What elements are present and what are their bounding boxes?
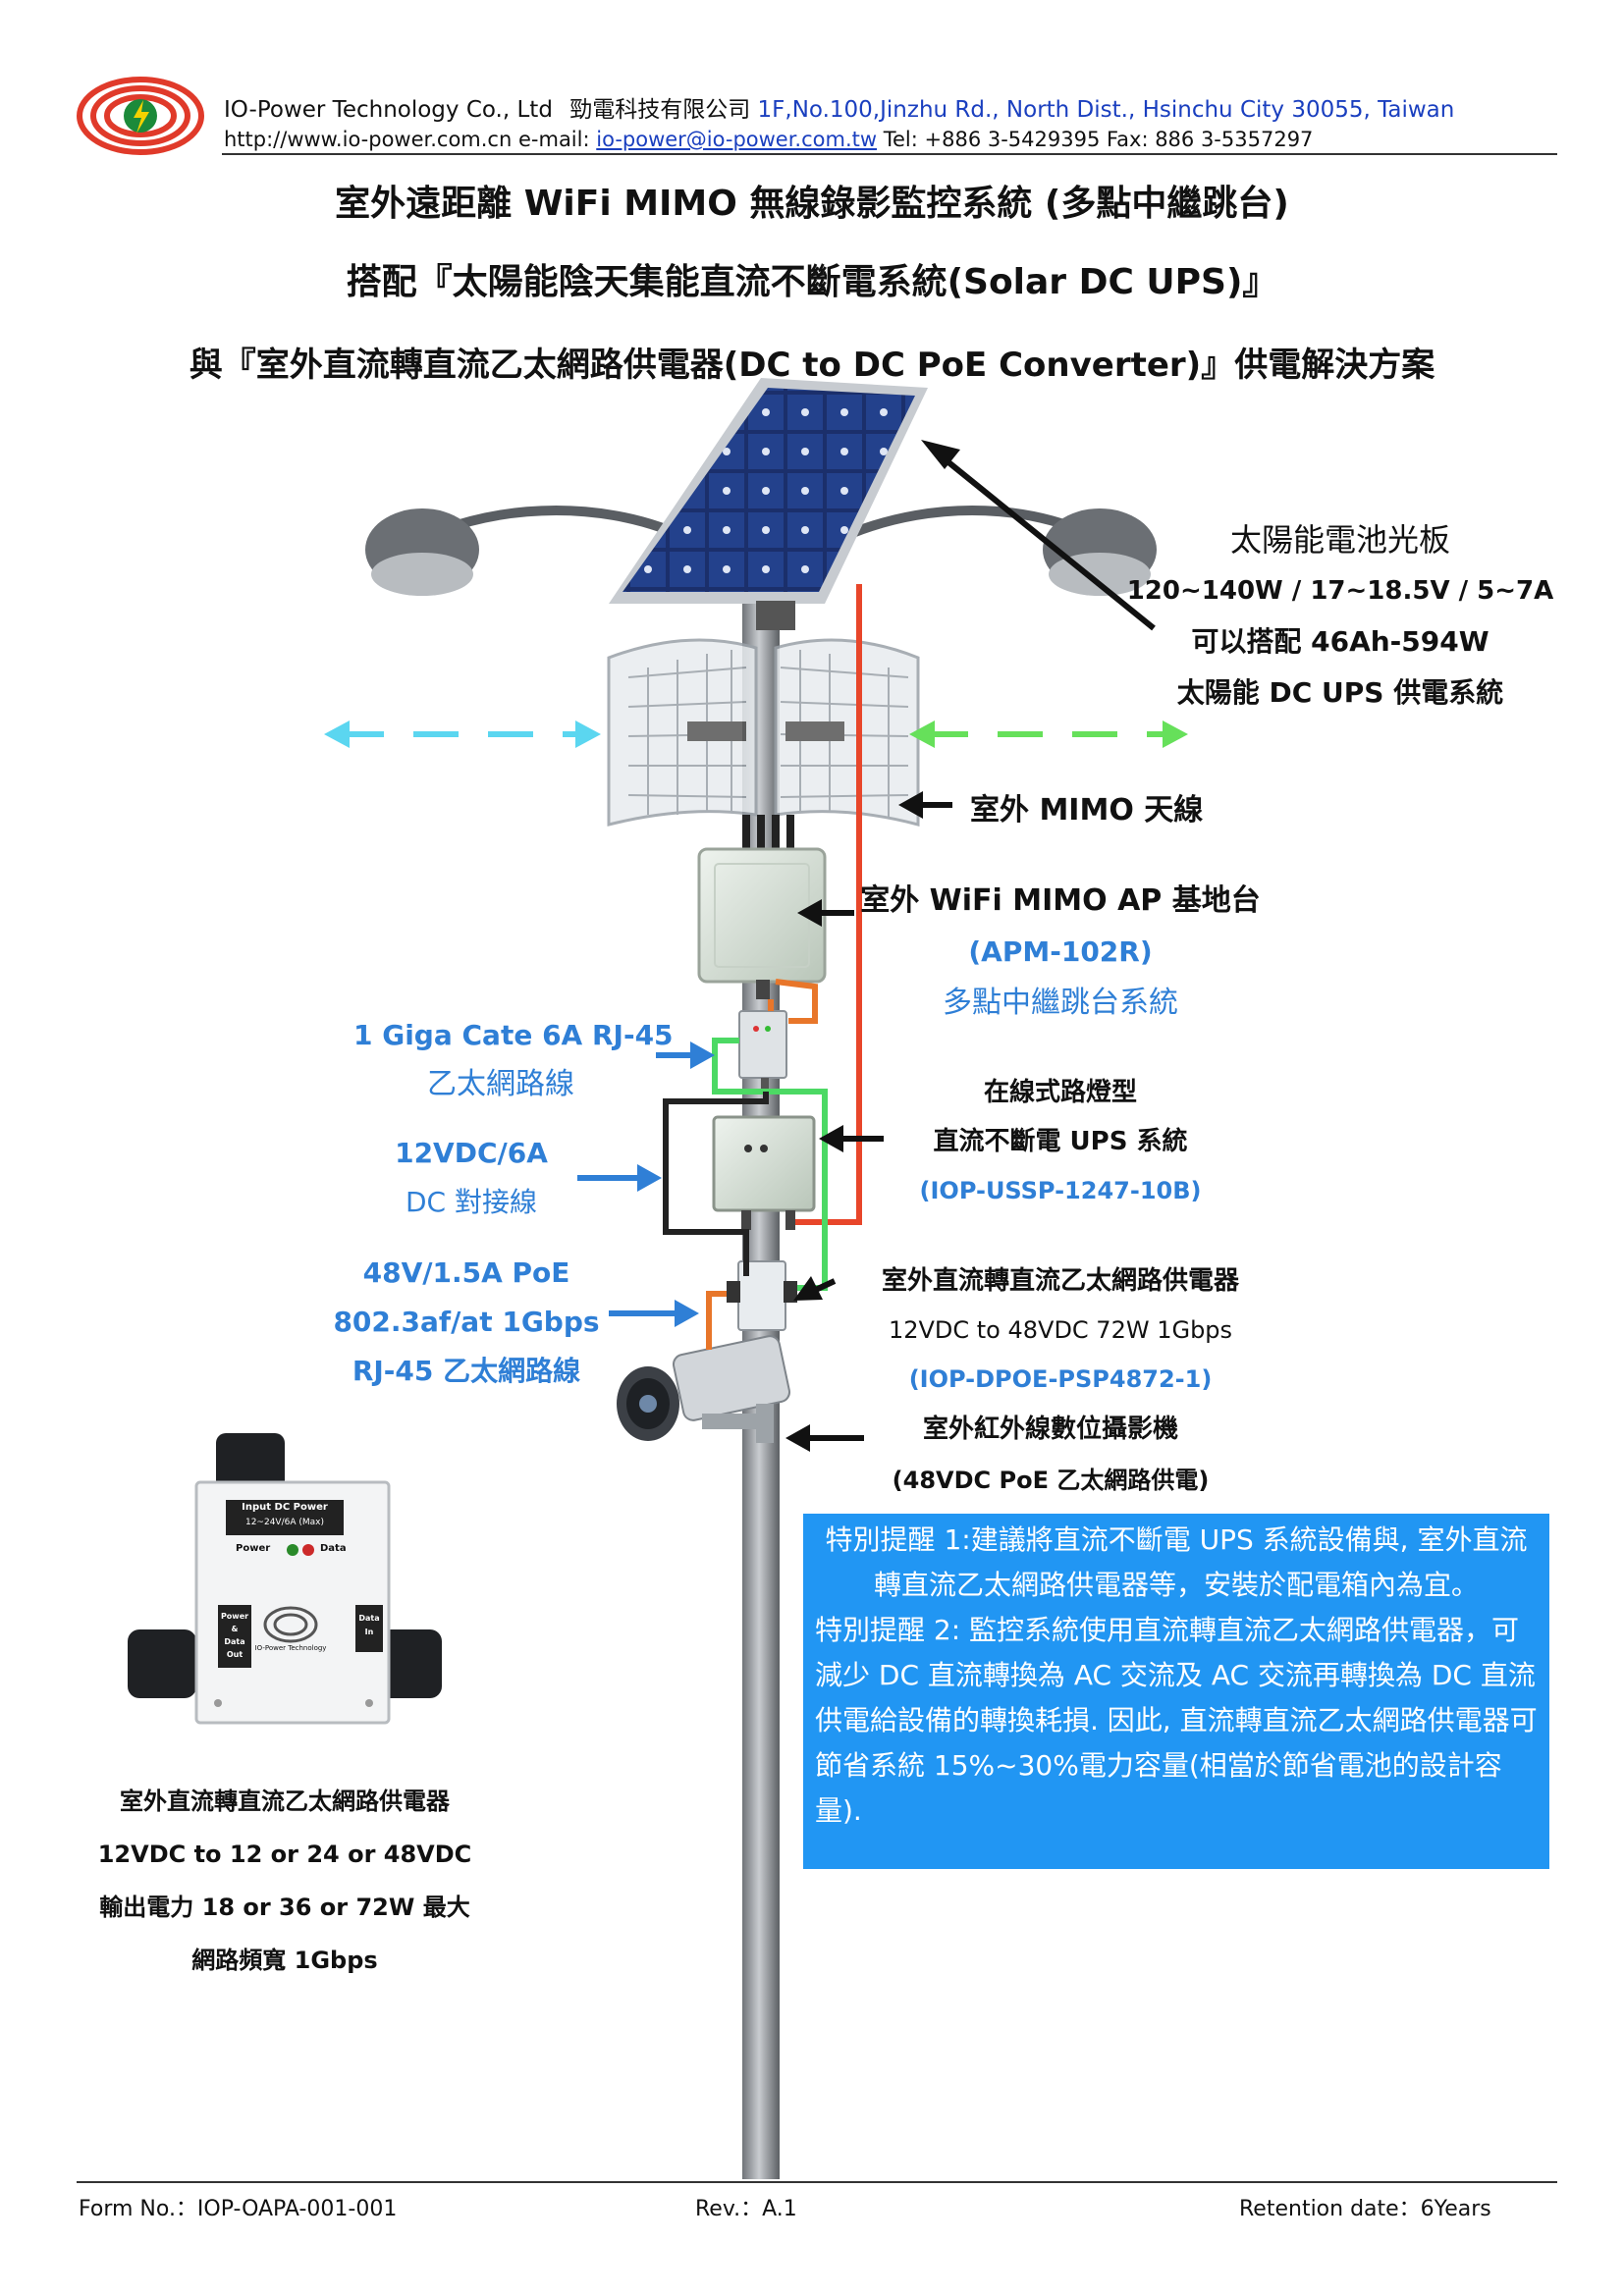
special-note-box: 特別提醒 1:建議將直流不斷電 UPS 系統設備與, 室外直流轉直流乙太網路供電… — [803, 1514, 1549, 1869]
company-line: IO-Power Technology Co., Ltd 勁電科技有限公司 1F… — [224, 90, 1454, 124]
company-name-cn: 勁電科技有限公司 — [569, 97, 751, 123]
product-caption-title: 室外直流轉直流乙太網路供電器 — [120, 1788, 450, 1815]
wifi-ap-enclosure — [697, 847, 827, 999]
converter-label-title: 室外直流轉直流乙太網路供電器 — [881, 1266, 1239, 1296]
solar-panel — [609, 378, 928, 630]
poe-converter-product-image: Input DC Power 12~24V/6A (Max) Power Dat… — [128, 1433, 442, 1757]
ups-label-model: (IOP-USSP-1247-10B) — [919, 1177, 1202, 1204]
arrow-ap — [797, 899, 854, 927]
street-lamp-left — [365, 508, 479, 596]
camera-label-power: (48VDC PoE 乙太網路供電) — [892, 1467, 1210, 1494]
cat6a-label-group: 1 Giga Cate 6A RJ-45 乙太網路線 — [353, 1011, 674, 1109]
device-illustration — [128, 1433, 442, 1725]
port-in-line-2: In — [364, 1628, 374, 1636]
camera-poe-cable — [706, 1291, 727, 1350]
email-label: e-mail: — [517, 128, 590, 151]
product-caption-power: 輸出電力 18 or 36 or 72W 最大 — [99, 1894, 470, 1921]
camera-label-title: 室外紅外線數位攝影機 — [922, 1415, 1178, 1444]
special-note-1: 特別提醒 1:建議將直流不斷電 UPS 系統設備與, 室外直流轉直流乙太網路供電… — [825, 1523, 1528, 1601]
converter-label-group: 室外直流轉直流乙太網路供電器 12VDC to 48VDC 72W 1Gbps … — [844, 1256, 1276, 1404]
dc-cable-label-sub: DC 對接線 — [405, 1186, 537, 1218]
company-address: 1F,No.100,Jinzhu Rd., North Dist., Hsinc… — [757, 97, 1455, 123]
poe-cable-label-sub: RJ-45 乙太網路線 — [352, 1355, 581, 1387]
ap-label-system: 多點中繼跳台系統 — [943, 986, 1178, 1020]
device-brand-label: IO-Power Technology — [254, 1644, 327, 1652]
solar-power-cable — [795, 584, 862, 1225]
arrow-ups — [819, 1125, 884, 1152]
device-port-in-label: Data In — [355, 1612, 383, 1639]
footer-retention: Retention date：6Years — [1239, 2197, 1491, 2221]
device-input-spec: 12~24V/6A (Max) — [244, 1518, 324, 1527]
arrow-solar — [921, 440, 1156, 631]
email-link[interactable]: io-power@io-power.com.tw — [596, 128, 878, 151]
antenna-label: 室外 MIMO 天線 — [970, 793, 1204, 828]
solar-label-battery: 可以搭配 46Ah-594W — [1191, 625, 1489, 658]
ups-label-group: 在線式路燈型 直流不斷電 UPS 系統 (IOP-USSP-1247-10B) — [874, 1068, 1247, 1215]
ups-label-title: 直流不斷電 UPS 系統 — [933, 1127, 1188, 1156]
street-lamp-right — [1043, 508, 1157, 596]
poe-converter-on-pole — [727, 1260, 797, 1331]
footer-revision: Rev.：A.1 — [695, 2197, 797, 2221]
contact-line: http://www.io-power.com.cn e-mail: io-po… — [224, 128, 1313, 151]
system-diagram — [324, 378, 1188, 2179]
website-link[interactable]: http://www.io-power.com.cn — [224, 128, 513, 151]
ir-camera — [617, 1335, 791, 1443]
title-line-1: 室外遠距離 WiFi MIMO 無線錄影監控系統 (多點中繼跳台) — [335, 184, 1289, 224]
junction-box — [738, 1010, 787, 1092]
device-power-led-label: Power — [236, 1543, 271, 1554]
port-out-line-2: & — [231, 1625, 239, 1633]
arrow-converter — [793, 1276, 837, 1301]
solar-label-title: 太陽能電池光板 — [1229, 521, 1450, 559]
ap-label-group: 室外 WiFi MIMO AP 基地台 (APM-102R) 多點中繼跳台系統 — [844, 876, 1276, 1029]
arrow-antenna — [898, 791, 952, 819]
company-name: IO-Power Technology Co., Ltd — [224, 97, 553, 123]
converter-label-spec: 12VDC to 48VDC 72W 1Gbps — [888, 1316, 1233, 1344]
dc-cable-label-group: 12VDC/6A DC 對接線 — [373, 1129, 569, 1227]
wireless-link-left-arrow — [324, 721, 601, 748]
title-line-2: 搭配『太陽能陰天集能直流不斷電系統(Solar DC UPS)』 — [346, 262, 1278, 302]
phone-fax: Tel: +886 3-5429395 Fax: 886 3-5357297 — [883, 128, 1314, 151]
arrow-poe-cable — [609, 1300, 699, 1327]
ap-label-model: (APM-102R) — [968, 935, 1153, 968]
product-caption: 室外直流轉直流乙太網路供電器 12VDC to 12 or 24 or 48VD… — [79, 1775, 491, 1987]
poe-cable-label-group: 48V/1.5A PoE 802.3af/at 1Gbps RJ-45 乙太網路… — [324, 1249, 609, 1396]
footer-divider — [77, 2181, 1557, 2183]
dc-cable-label-title: 12VDC/6A — [395, 1137, 548, 1169]
cat6a-label-sub: 乙太網路線 — [427, 1067, 574, 1101]
dc-ups-enclosure — [712, 1115, 816, 1230]
black-dc-cable — [663, 1092, 769, 1276]
wireless-link-right-arrow — [909, 721, 1188, 748]
arrow-camera — [785, 1424, 864, 1452]
device-port-out-label: Power & Data Out — [218, 1610, 251, 1661]
ap-poe-cable — [768, 979, 818, 1024]
camera-label-group: 室外紅外線數位攝影機 (48VDC PoE 乙太網路供電) — [864, 1404, 1237, 1506]
cat6a-label-title: 1 Giga Cate 6A RJ-45 — [353, 1019, 674, 1051]
solar-label-system: 太陽能 DC UPS 供電系統 — [1176, 676, 1504, 709]
port-out-line-4: Out — [226, 1650, 244, 1659]
device-input-label: Input DC Power — [242, 1502, 328, 1513]
ap-label-title: 室外 WiFi MIMO AP 基地台 — [860, 883, 1261, 918]
mimo-antenna-left — [607, 638, 758, 827]
arrow-cat6a — [656, 1041, 715, 1069]
special-note-2: 特別提醒 2: 監控系統使用直流轉直流乙太網路供電器，可減少 DC 直流轉換為 … — [815, 1614, 1538, 1827]
device-data-led-label: Data — [320, 1543, 347, 1554]
header-divider — [222, 153, 1557, 155]
product-caption-bandwidth: 網路頻寬 1Gbps — [191, 1947, 378, 1974]
port-out-line-1: Power — [220, 1612, 249, 1621]
solar-label-group: 太陽能電池光板 120~140W / 17~18.5V / 5~7A 可以搭配 … — [1110, 514, 1571, 719]
ups-label-type: 在線式路燈型 — [983, 1078, 1137, 1107]
footer-form-no: Form No.：IOP-OAPA-001-001 — [79, 2197, 398, 2221]
arrow-dc-cable — [577, 1164, 662, 1192]
port-in-line-1: Data — [358, 1614, 380, 1623]
poe-cable-label-spec: 802.3af/at 1Gbps — [333, 1306, 600, 1338]
solar-label-spec: 120~140W / 17~18.5V / 5~7A — [1126, 576, 1554, 606]
port-out-line-3: Data — [224, 1637, 245, 1646]
converter-label-model: (IOP-DPOE-PSP4872-1) — [908, 1365, 1213, 1393]
company-logo — [77, 77, 204, 155]
product-caption-io: 12VDC to 12 or 24 or 48VDC — [97, 1841, 472, 1868]
poe-cable-label-title: 48V/1.5A PoE — [362, 1256, 570, 1289]
mimo-antenna-right — [774, 638, 920, 827]
title-line-3: 與『室外直流轉直流乙太網路供電器(DC to DC PoE Converter)… — [189, 346, 1435, 385]
